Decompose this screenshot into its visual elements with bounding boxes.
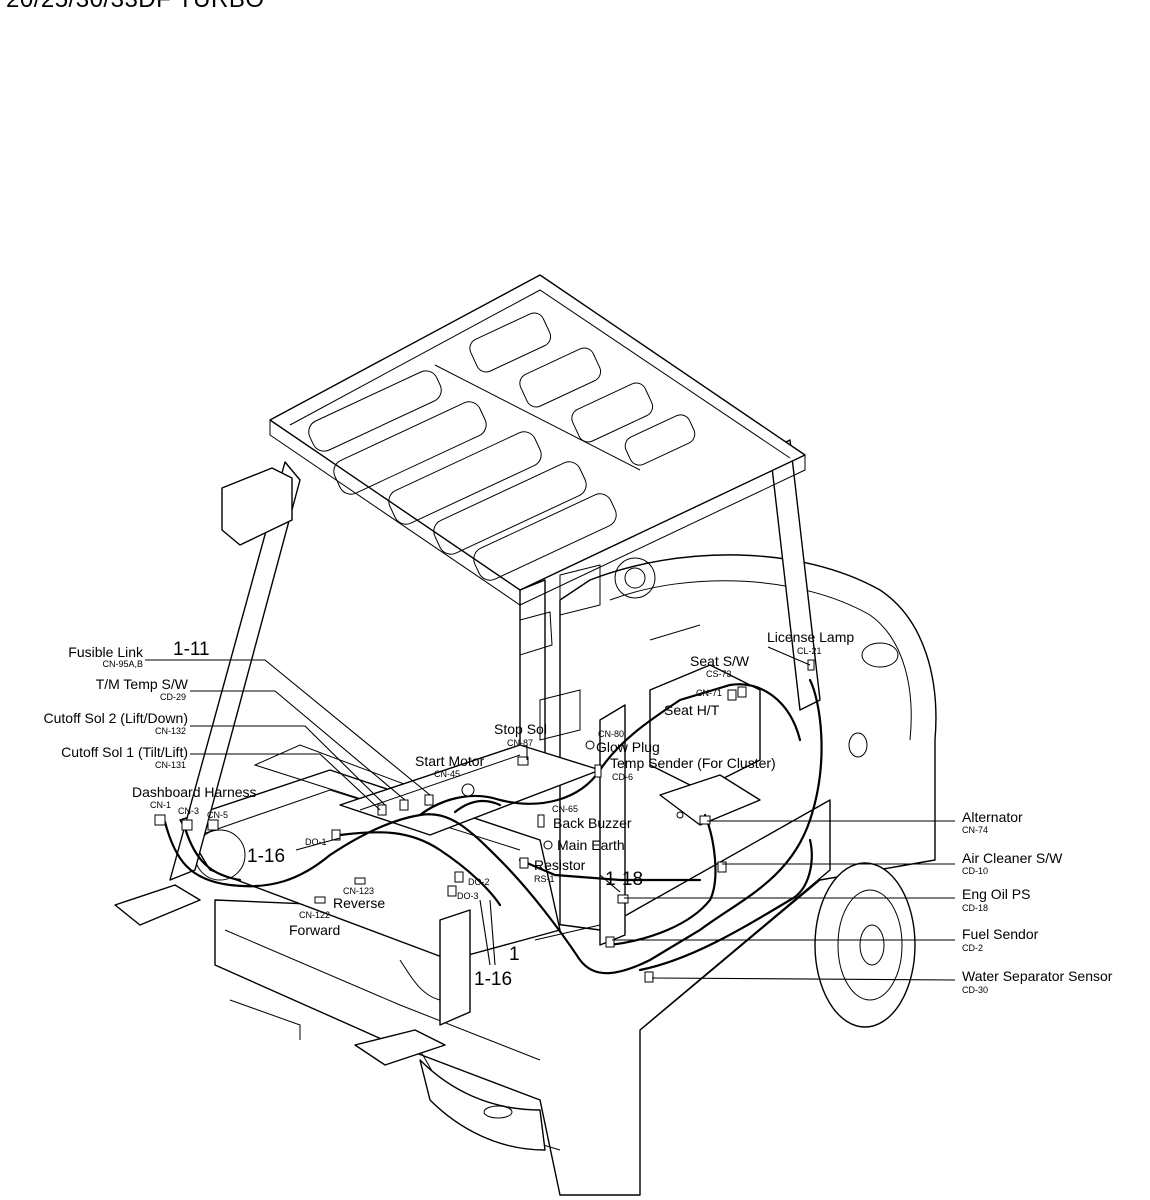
forward-label: Forward bbox=[289, 922, 340, 938]
resistor-label: Resistor bbox=[534, 857, 586, 873]
back-buzzer-label: Back Buzzer bbox=[553, 815, 632, 831]
leader-lines bbox=[145, 646, 956, 981]
do3-code: DO-3 bbox=[457, 891, 479, 901]
water-separator-sensor-label: Water Separator Sensor bbox=[962, 968, 1113, 984]
cutoff-sol-1-label: Cutoff Sol 1 (Tilt/Lift) bbox=[61, 744, 188, 760]
temp-sender-label: Temp Sender (For Cluster) bbox=[610, 755, 776, 771]
license-lamp-label: License Lamp bbox=[767, 629, 854, 645]
cn3-code: CN-3 bbox=[178, 806, 199, 816]
do2-code: DO-2 bbox=[468, 877, 490, 887]
callout-1-16-left: 1-16 bbox=[247, 846, 285, 867]
fuel-sendor-code: CD-2 bbox=[962, 943, 983, 953]
tm-temp-sw-code: CD-29 bbox=[160, 692, 186, 702]
cutoff-sol-2-label: Cutoff Sol 2 (Lift/Down) bbox=[44, 710, 188, 726]
water-separator-sensor-code: CD-30 bbox=[962, 985, 988, 995]
cn1-code: CN-1 bbox=[150, 800, 171, 810]
start-motor-code: CN-45 bbox=[434, 769, 460, 779]
temp-sender-code: CD-6 bbox=[612, 772, 633, 782]
stop-sol-code: CN-87 bbox=[507, 738, 533, 748]
callout-1-18: 1-18 bbox=[605, 869, 643, 890]
air-cleaner-sw-code: CD-10 bbox=[962, 866, 988, 876]
connectors bbox=[154, 659, 815, 983]
air-cleaner-sw-label: Air Cleaner S/W bbox=[962, 850, 1063, 866]
eng-oil-ps-label: Eng Oil PS bbox=[962, 886, 1030, 902]
cn5-code: CN-5 bbox=[207, 810, 228, 820]
tm-temp-sw-label: T/M Temp S/W bbox=[96, 676, 189, 692]
callout-1-11: 1-11 bbox=[173, 639, 210, 660]
forward-code: CN-122 bbox=[299, 910, 330, 920]
cutoff-sol-1-code: CN-131 bbox=[155, 760, 186, 770]
seat-ht-label: Seat H/T bbox=[664, 702, 720, 718]
main-earth-label: Main Earth bbox=[557, 837, 625, 853]
do1-code: DO-1 bbox=[305, 837, 327, 847]
back-buzzer-code: CN-65 bbox=[552, 804, 578, 814]
callout-1-16-bottom: 1-16 bbox=[474, 969, 512, 990]
seat-ht-code: CN-71 bbox=[696, 688, 722, 698]
wire-harness bbox=[163, 678, 823, 975]
seat-sw-label: Seat S/W bbox=[690, 653, 750, 669]
fusible-link-label: Fusible Link bbox=[68, 644, 144, 660]
alternator-code: CN-74 bbox=[962, 825, 988, 835]
reverse-code: CN-123 bbox=[343, 886, 374, 896]
seat-sw-code: CS-73 bbox=[706, 669, 732, 679]
stop-sol-label: Stop Sol bbox=[494, 721, 547, 737]
glow-plug-label: Glow Plug bbox=[596, 739, 660, 755]
resistor-code: RS-1 bbox=[534, 874, 555, 884]
page-title: 20/25/30/33DF TURBO bbox=[6, 0, 265, 14]
license-lamp-code: CL-21 bbox=[797, 646, 822, 656]
forklift-drawing bbox=[114, 274, 937, 1196]
fuel-sendor-label: Fuel Sendor bbox=[962, 926, 1039, 942]
alternator-label: Alternator bbox=[962, 809, 1023, 825]
eng-oil-ps-code: CD-18 bbox=[962, 903, 988, 913]
glow-plug-code: CN-80 bbox=[598, 729, 624, 739]
start-motor-label: Start Motor bbox=[415, 753, 485, 769]
callout-1: 1 bbox=[509, 944, 520, 965]
reverse-label: Reverse bbox=[333, 895, 385, 911]
cutoff-sol-2-code: CN-132 bbox=[155, 726, 186, 736]
dashboard-harness-label: Dashboard Harness bbox=[132, 784, 257, 800]
fusible-link-code: CN-95A,B bbox=[102, 659, 143, 669]
